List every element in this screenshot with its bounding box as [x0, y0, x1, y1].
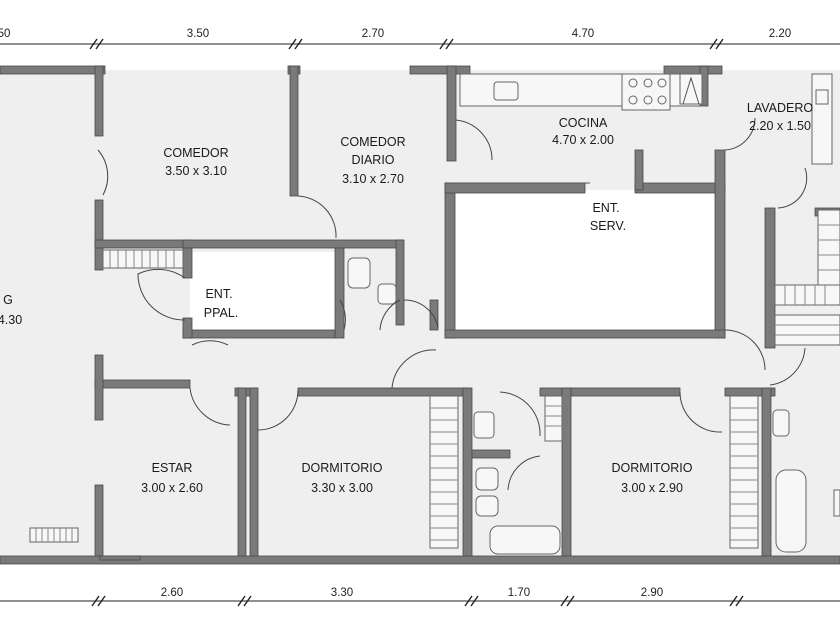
dormitorio-2-size: 3.00 x 2.90	[621, 481, 683, 495]
lavadero-name: LAVADERO	[747, 101, 814, 115]
closet-hatching	[29, 209, 840, 549]
dim-top-4: 4.70	[572, 28, 594, 40]
dim-bottom-4: 2.90	[641, 587, 663, 599]
comedor-diario-size: 3.10 x 2.70	[342, 172, 404, 186]
estar-size: 3.00 x 2.60	[141, 481, 203, 495]
dim-bottom-2: 3.30	[331, 587, 353, 599]
bottom-dimension-line	[0, 595, 840, 607]
ent-ppal-line2: PPAL.	[204, 306, 239, 320]
top-dimension-line	[0, 38, 840, 50]
estar-name: ESTAR	[152, 461, 193, 475]
dormitorio-2-name: DORMITORIO	[611, 461, 692, 475]
dormitorio-1-name: DORMITORIO	[301, 461, 382, 475]
dim-top-5: 2.20	[769, 28, 791, 40]
door-swings	[97, 117, 808, 491]
living-size: 4.30	[0, 313, 22, 327]
ent-ppal-line1: ENT.	[205, 287, 232, 301]
lavadero-size: 2.20 x 1.50	[749, 119, 811, 133]
cocina-size: 4.70 x 2.00	[552, 133, 614, 147]
walls	[0, 65, 840, 565]
bathroom-fixtures	[347, 257, 840, 555]
dim-bottom-3: 1.70	[508, 587, 530, 599]
comedor-diario-name-1: COMEDOR	[340, 135, 405, 149]
ent-serv-area	[455, 190, 717, 335]
comedor-name: COMEDOR	[163, 146, 228, 160]
ent-serv-line2: SERV.	[590, 219, 626, 233]
dormitorio-1-size: 3.30 x 3.00	[311, 481, 373, 495]
dim-top-1: 50	[0, 28, 10, 40]
comedor-size: 3.50 x 3.10	[165, 164, 227, 178]
dim-top-3: 2.70	[362, 28, 384, 40]
ent-ppal-area	[190, 252, 335, 330]
cocina-name: COCINA	[559, 116, 608, 130]
kitchen-fixtures	[456, 73, 833, 184]
dim-top-2: 3.50	[187, 28, 209, 40]
living-name: G	[3, 293, 13, 307]
dim-bottom-1: 2.60	[161, 587, 183, 599]
ent-serv-line1: ENT.	[592, 201, 619, 215]
comedor-diario-name-2: DIARIO	[351, 153, 394, 167]
